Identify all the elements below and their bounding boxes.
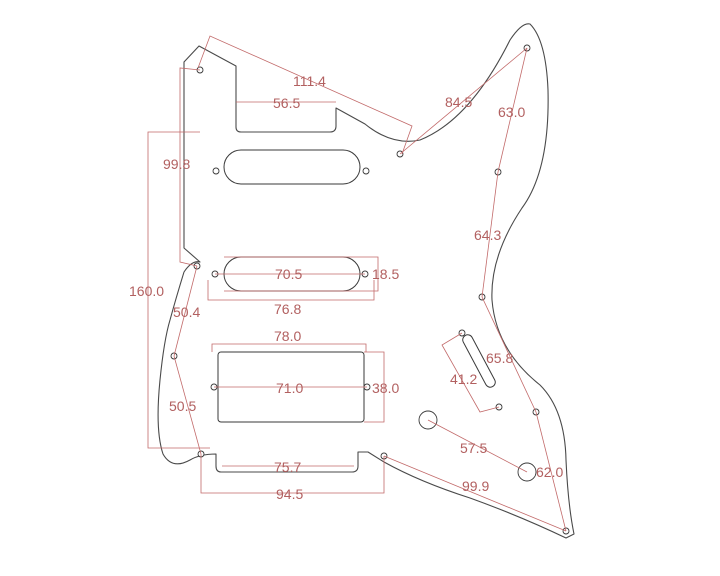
dimension-labels: 111.4 56.5 84.5 63.0 99.8 64.3 70.5 18.5…: [129, 73, 563, 502]
dim-label-50-4: 50.4: [173, 304, 200, 320]
dim-label-84-5: 84.5: [445, 94, 472, 110]
dim-line-50-5: [173, 355, 202, 455]
dim-label-94-5: 94.5: [276, 486, 303, 502]
dim-label-75-7: 75.7: [274, 459, 301, 475]
dim-label-63-0: 63.0: [498, 104, 525, 120]
dim-line-38-0: [364, 351, 385, 423]
dim-line-78-0: [211, 343, 367, 352]
dim-line-94-5: [200, 454, 385, 494]
dim-label-99-8: 99.8: [163, 156, 190, 172]
dim-label-50-5: 50.5: [169, 398, 196, 414]
dim-line-63-0: [497, 47, 528, 173]
dim-line-64-3: [481, 171, 499, 298]
dim-label-18-5: 18.5: [372, 266, 399, 282]
dim-line-84-5: [399, 47, 528, 155]
dim-label-99-9: 99.9: [462, 478, 489, 494]
dim-line-160-0: [147, 131, 210, 449]
dim-line-111-4: [197, 35, 413, 155]
neck-pickup-cutout: [223, 149, 361, 185]
dim-line-65-8: [481, 296, 537, 413]
dim-line-62-0: [535, 411, 567, 532]
pickguard-outline: [157, 23, 575, 539]
dim-label-56-5: 56.5: [273, 95, 300, 111]
dim-line-76-8: [207, 280, 375, 301]
dim-label-57-5: 57.5: [460, 440, 487, 456]
dimension-lines: [147, 35, 567, 532]
dim-label-64-3: 64.3: [474, 227, 501, 243]
screw-hole: [362, 167, 370, 175]
dim-label-62-0: 62.0: [536, 464, 563, 480]
dim-line-41-2: [441, 332, 500, 413]
dim-label-41-2: 41.2: [450, 371, 477, 387]
dim-label-78-0: 78.0: [274, 328, 301, 344]
dim-label-65-8: 65.8: [486, 350, 513, 366]
dim-line-50-4: [173, 265, 198, 357]
dim-label-111-4: 111.4: [293, 73, 326, 89]
dim-label-38-0: 38.0: [372, 380, 399, 396]
dim-line-99-9: [383, 455, 567, 532]
dim-label-70-5: 70.5: [275, 266, 302, 282]
dim-line-99-8: [179, 67, 201, 267]
screw-hole: [212, 167, 220, 175]
dim-label-71-0: 71.0: [276, 380, 303, 396]
switch-slot: [462, 334, 496, 388]
dim-line-18-5: [224, 256, 379, 292]
dim-label-160-0: 160.0: [129, 283, 164, 299]
dim-label-76-8: 76.8: [274, 301, 301, 317]
dim-line-57-5: [427, 419, 528, 473]
